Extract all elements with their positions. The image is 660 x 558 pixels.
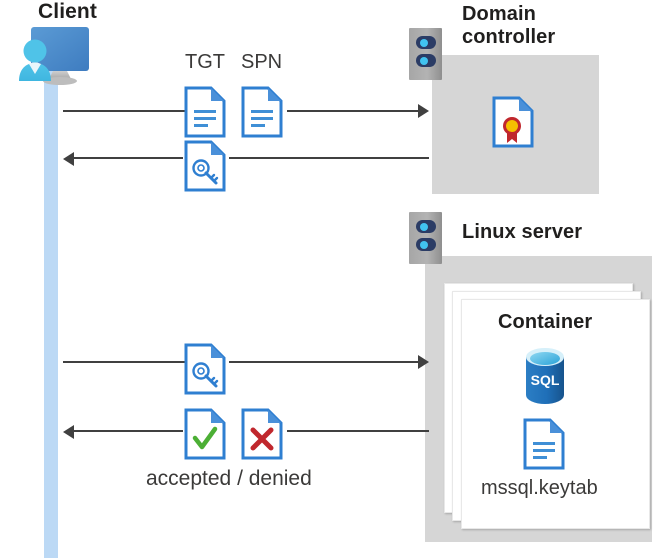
accepted-denied-label: accepted / denied [146, 467, 312, 490]
message-4-arrowhead [63, 425, 74, 439]
spn-label: SPN [241, 51, 283, 73]
domain-controller-label-line2: controller [462, 26, 556, 48]
tgt-label: TGT [185, 51, 225, 73]
keytab-document-icon [523, 418, 565, 470]
check-document-icon [184, 408, 226, 460]
message-4-line-right [287, 430, 429, 432]
message-3-line-left [63, 361, 185, 363]
domain-controller-label-line1: Domain [462, 3, 536, 25]
client-label: Client [38, 0, 97, 23]
tgt-document-icon [184, 86, 226, 138]
message-1-arrowhead [418, 104, 429, 118]
key-document-icon-2 [184, 343, 226, 395]
message-2-line-left [73, 157, 183, 159]
message-2-line-right [229, 157, 429, 159]
spn-document-icon [241, 86, 283, 138]
message-2-arrowhead [63, 152, 74, 166]
sql-database-icon: SQL [521, 348, 569, 404]
key-document-icon-1 [184, 140, 226, 192]
container-label: Container [498, 311, 593, 333]
message-3-arrowhead [418, 355, 429, 369]
client-monitor-icon [8, 24, 108, 86]
client-lifeline [44, 70, 58, 558]
x-document-icon [241, 408, 283, 460]
message-3-line-right [229, 361, 419, 363]
message-1-line-left [63, 110, 185, 112]
container-card-front[interactable] [461, 299, 650, 529]
sql-text: SQL [531, 372, 560, 388]
domain-controller-rack-icon [409, 28, 442, 80]
message-1-line-right [287, 110, 419, 112]
keytab-label: mssql.keytab [481, 477, 598, 499]
message-4-line-left [73, 430, 183, 432]
certificate-icon [492, 96, 534, 148]
linux-server-rack-icon [409, 212, 442, 264]
linux-server-label: Linux server [462, 221, 583, 243]
